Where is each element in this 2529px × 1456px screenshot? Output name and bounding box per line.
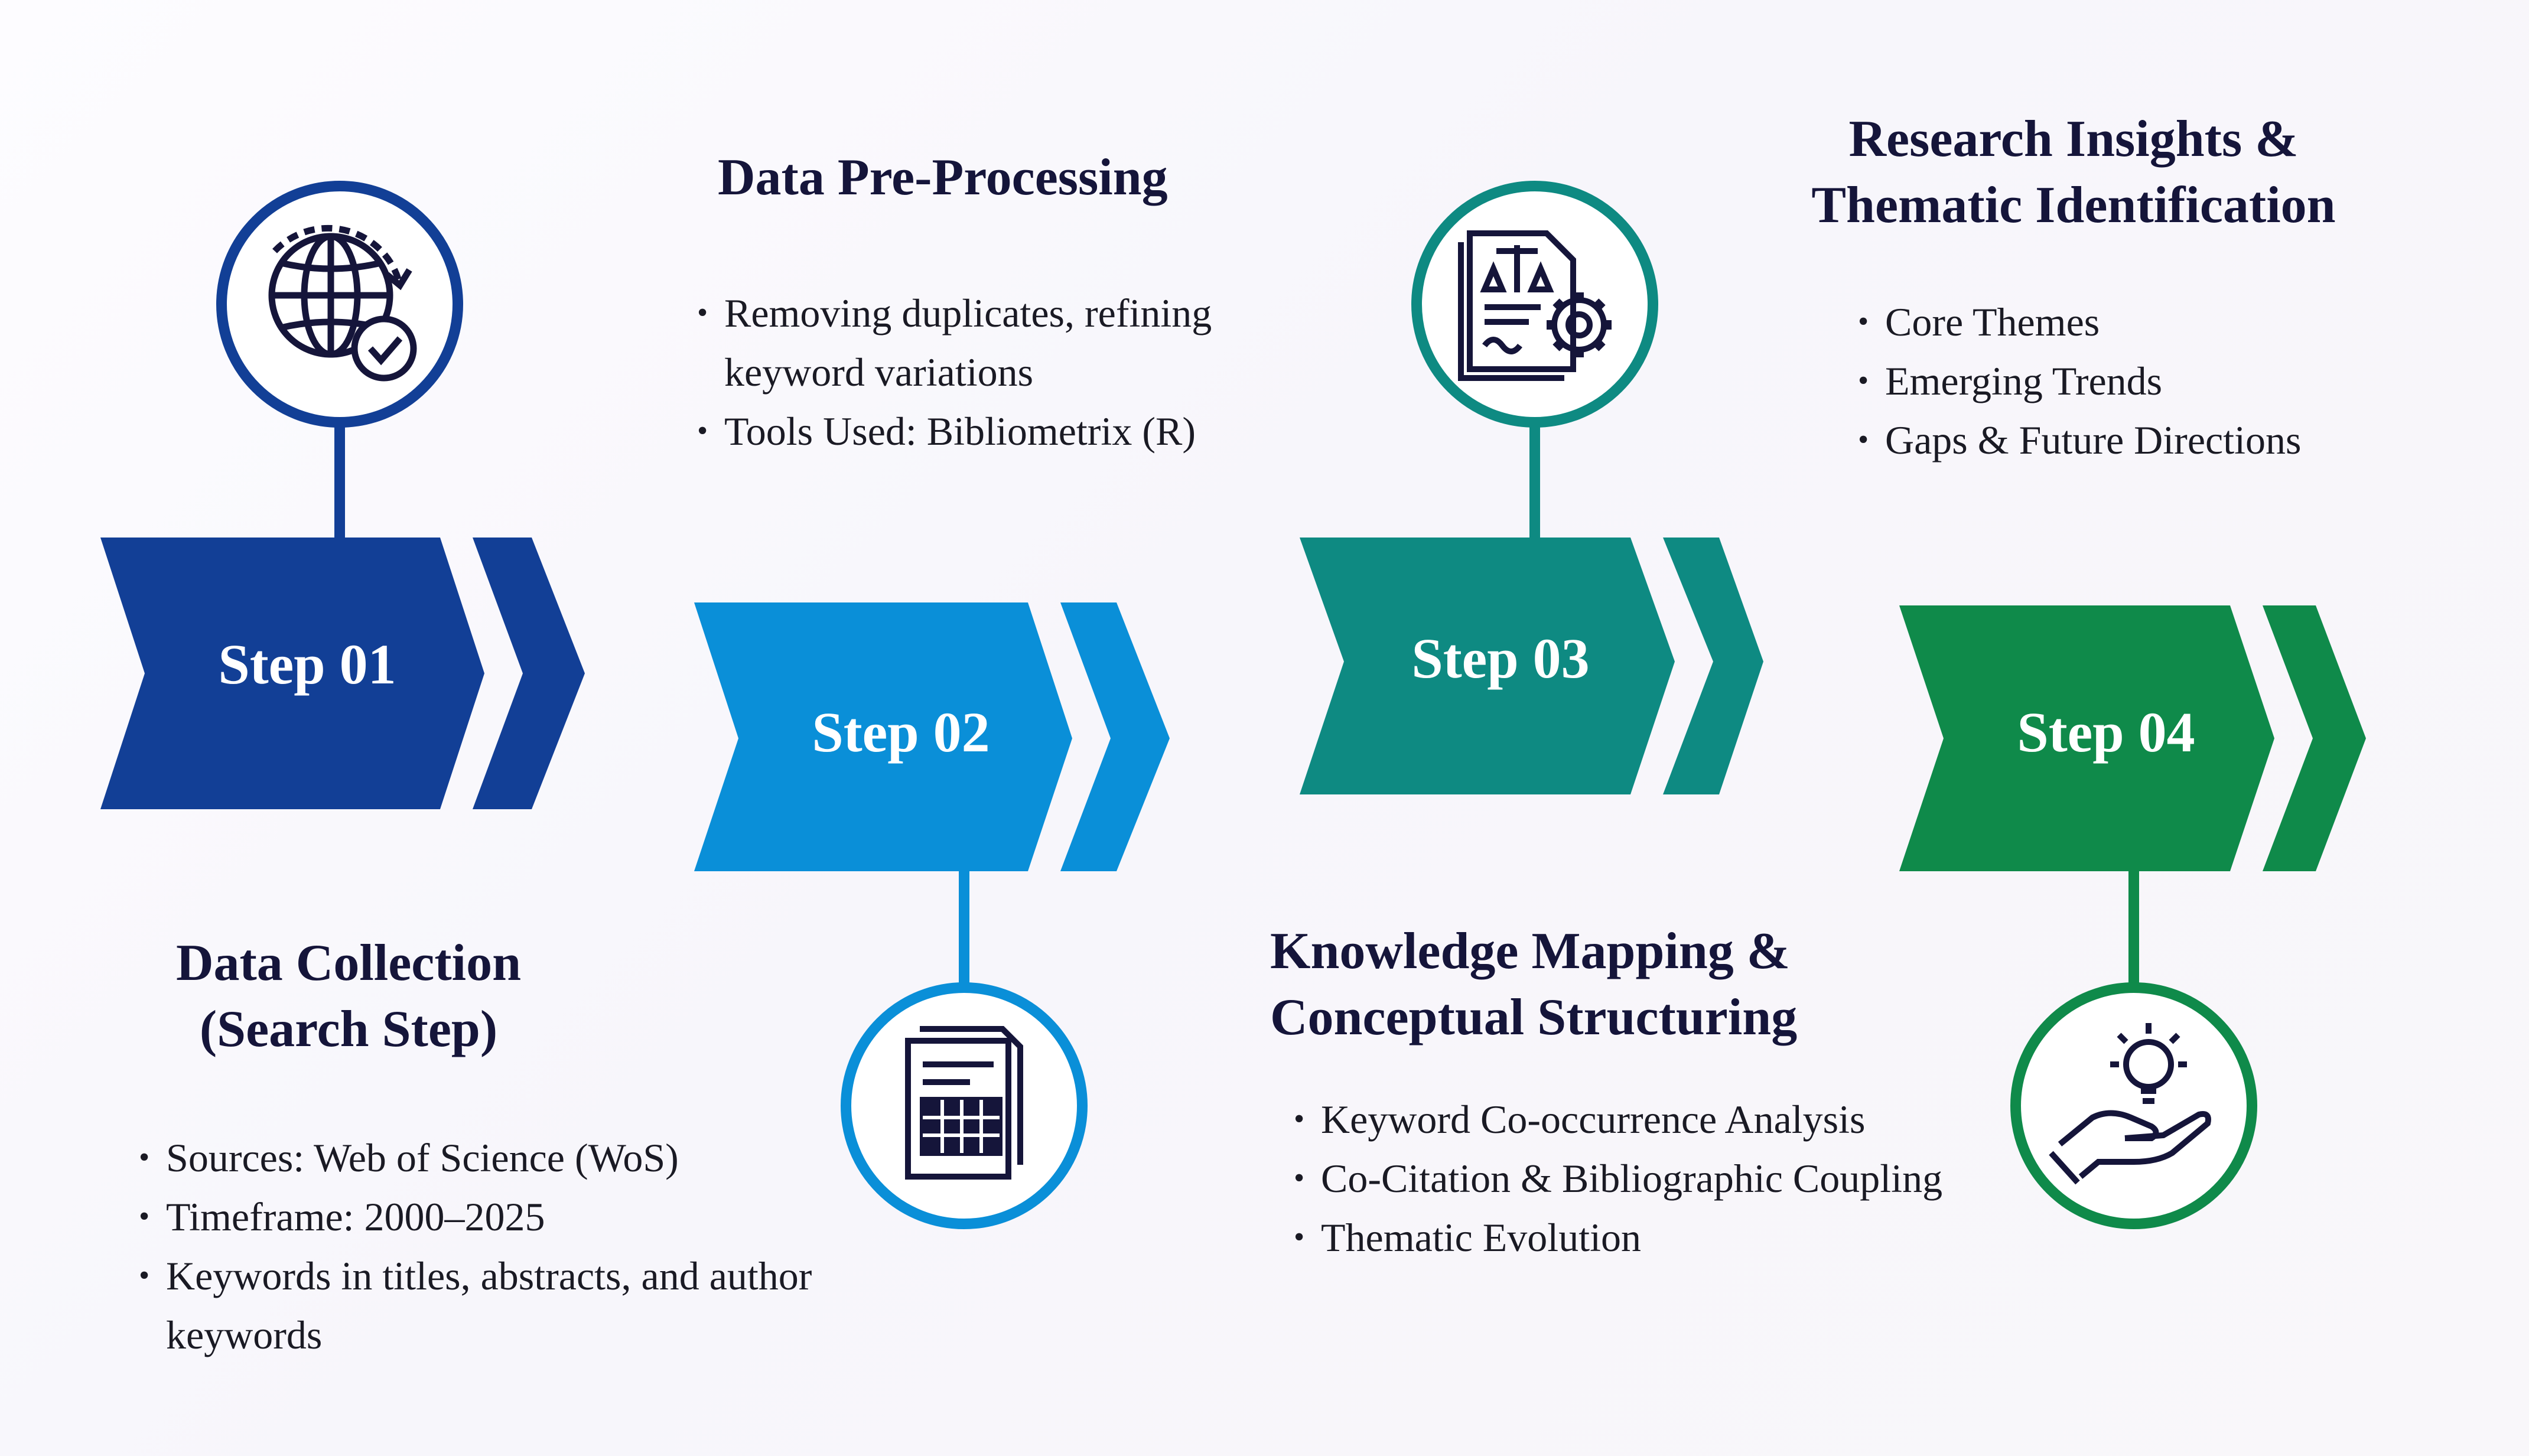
step-04-bullets: Core Themes Emerging Trends Gaps & Futur… xyxy=(1858,292,2508,470)
list-item: Gaps & Future Directions xyxy=(1858,411,2508,470)
chevron-step-04 xyxy=(1899,605,2366,871)
chevron-step-01 xyxy=(100,538,585,809)
step-04-title: Research Insights & Thematic Identificat… xyxy=(1811,110,2336,234)
list-item: Sources: Web of Science (WoS) xyxy=(139,1128,954,1187)
list-item: Keywords in titles, abstracts, and autho… xyxy=(139,1246,954,1364)
chevron-step-02 xyxy=(694,602,1170,871)
step-02-bullets: Removing duplicates, refining keyword va… xyxy=(697,284,1311,461)
chevron-step-03 xyxy=(1300,538,1763,794)
step-label-03: Step 03 xyxy=(1411,627,1590,690)
step-03-bullets: Keyword Co-occurrence Analysis Co-Citati… xyxy=(1294,1090,1973,1267)
document-scales-gear-icon xyxy=(1411,181,1658,428)
list-item: Timeframe: 2000–2025 xyxy=(139,1187,954,1246)
step-02-title: Data Pre-Processing xyxy=(718,149,1168,206)
list-item: Core Themes xyxy=(1858,292,2508,351)
list-item: Keyword Co-occurrence Analysis xyxy=(1294,1090,1973,1149)
step-01-title: Data Collection (Search Step) xyxy=(175,934,522,1058)
list-item: Thematic Evolution xyxy=(1294,1208,1973,1267)
step-01-bullets: Sources: Web of Science (WoS) Timeframe:… xyxy=(139,1128,954,1364)
list-item: Removing duplicates, refining keyword va… xyxy=(697,284,1311,402)
step-label-04: Step 04 xyxy=(2017,701,2195,764)
step-label-01: Step 01 xyxy=(218,633,396,696)
step-03-title: Knowledge Mapping & Conceptual Structuri… xyxy=(1270,923,1798,1046)
list-item: Co-Citation & Bibliographic Coupling xyxy=(1294,1149,1973,1208)
hand-lightbulb-icon xyxy=(2010,982,2257,1229)
list-item: Tools Used: Bibliometrix (R) xyxy=(697,402,1311,461)
globe-check-icon xyxy=(216,181,463,428)
list-item: Emerging Trends xyxy=(1858,351,2508,411)
step-label-02: Step 02 xyxy=(812,701,990,764)
